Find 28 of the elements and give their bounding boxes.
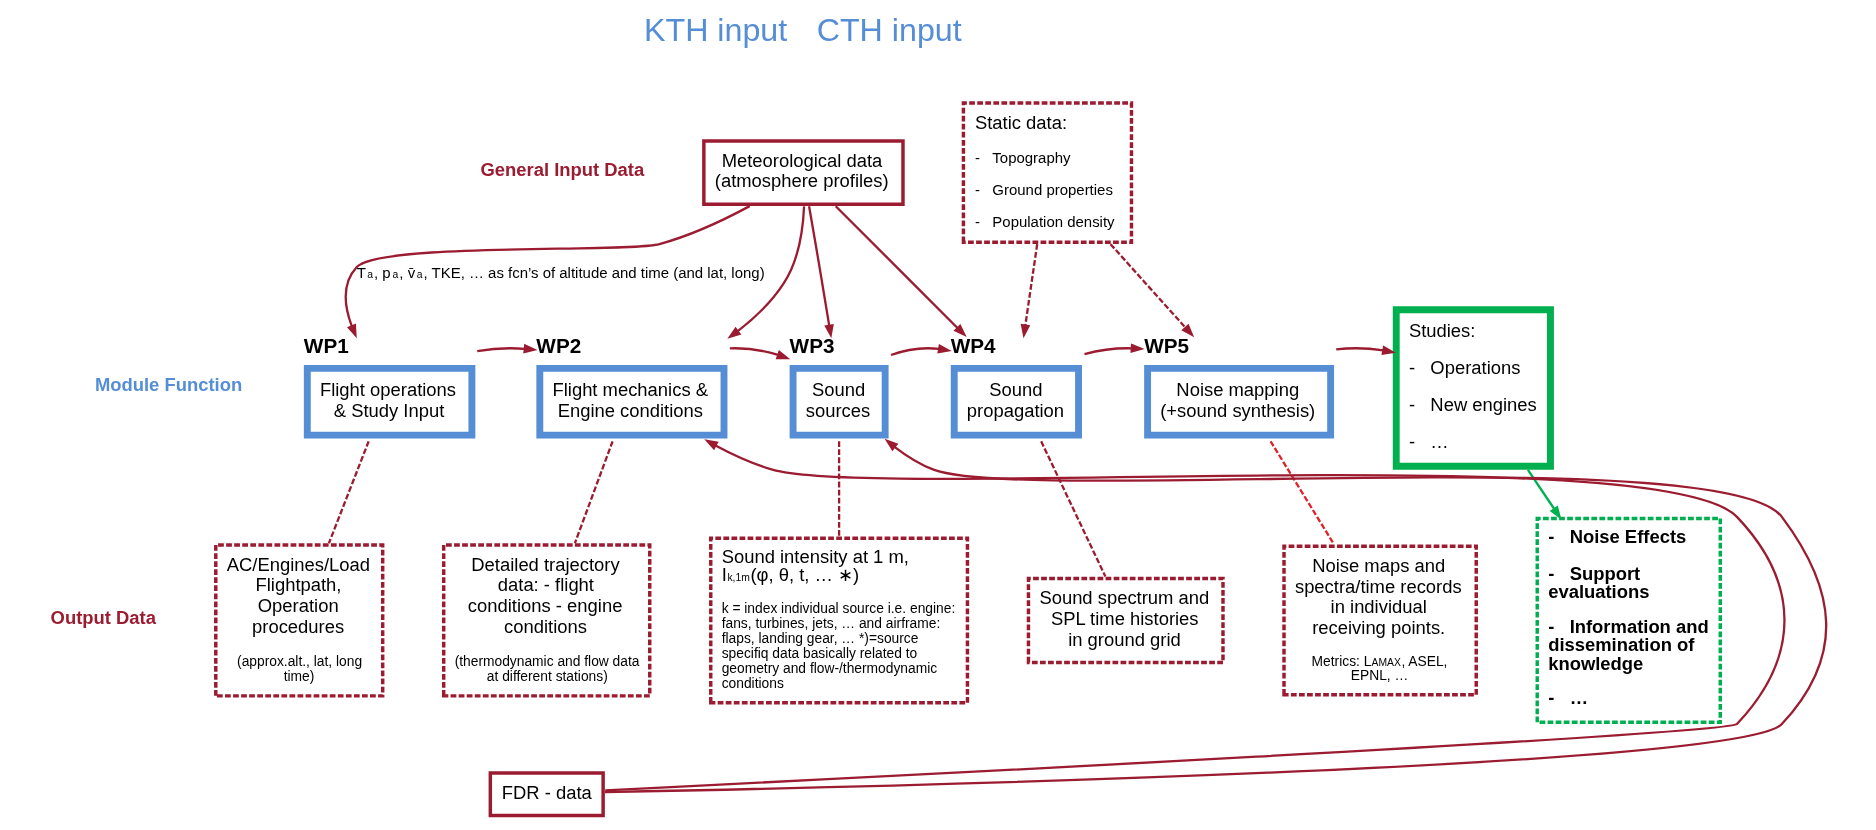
arrow bbox=[344, 205, 750, 339]
connector bbox=[573, 440, 614, 544]
arrow bbox=[1526, 469, 1562, 520]
arrow bbox=[1020, 244, 1038, 339]
node-label: WP5 bbox=[1143, 333, 1189, 357]
node-label: WP4 bbox=[950, 333, 996, 357]
arrow bbox=[1335, 345, 1396, 355]
label: CTH input bbox=[816, 12, 962, 49]
node-label: WP3 bbox=[789, 333, 834, 357]
edge-label: Ta, pa, v̄a, TKE, … as fcn’s of altitude and time (and lat, long) bbox=[356, 263, 765, 281]
label: KTH input bbox=[643, 12, 787, 49]
connector bbox=[837, 441, 840, 537]
connector bbox=[1269, 440, 1335, 545]
arrow bbox=[1083, 343, 1145, 356]
node-label: WP1 bbox=[303, 333, 349, 357]
arrow bbox=[807, 206, 834, 339]
node-label: WP2 bbox=[535, 333, 581, 357]
label: Module Function bbox=[94, 374, 242, 396]
connector bbox=[1039, 440, 1106, 578]
arrow bbox=[729, 347, 790, 360]
label: General Input Data bbox=[480, 158, 644, 180]
label: Output Data bbox=[50, 606, 156, 628]
arrow bbox=[726, 206, 805, 339]
arrow bbox=[834, 205, 967, 338]
arrow bbox=[476, 343, 537, 354]
arrow bbox=[890, 343, 952, 357]
connector bbox=[327, 440, 370, 544]
arrow bbox=[1109, 243, 1194, 338]
